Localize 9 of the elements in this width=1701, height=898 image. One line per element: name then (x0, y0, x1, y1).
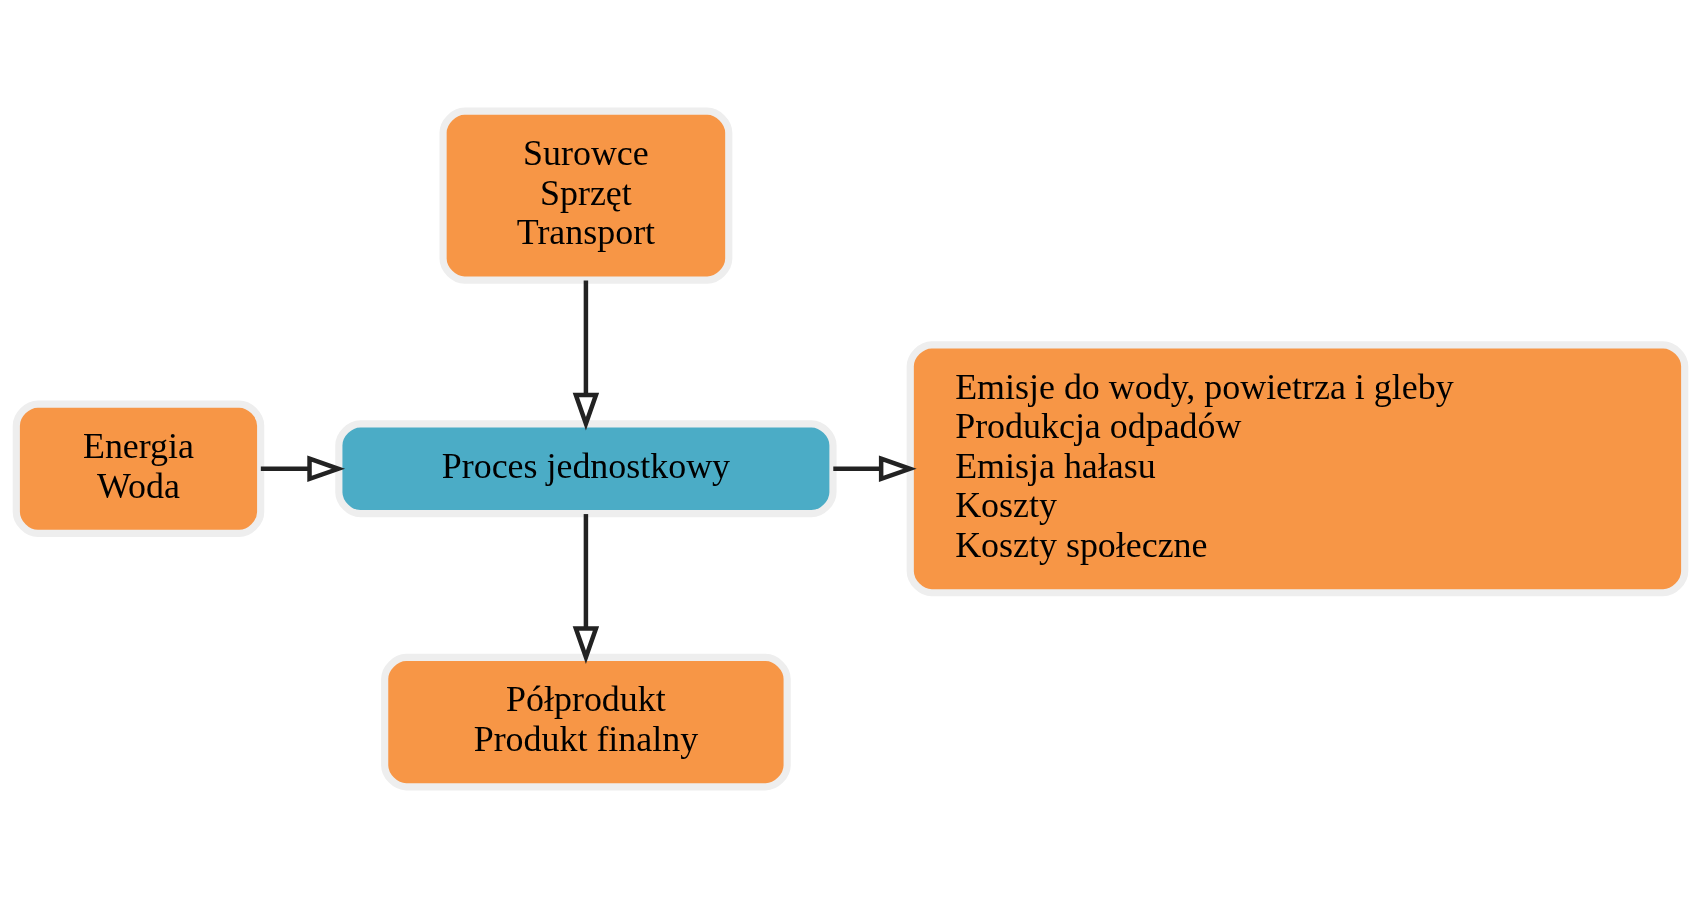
arrow (572, 514, 600, 664)
node-box: Surowce Sprzęt Transport (439, 107, 733, 284)
node-box: Proces jednostkowy (335, 420, 837, 518)
arrow (572, 280, 600, 431)
arrow (260, 455, 346, 482)
node-box: Energia Woda (12, 400, 265, 538)
node-box: Emisje do wody, powietrza i gleby Produkcja odpadów Emisja hałasu Koszty Koszty społeczne (906, 341, 1689, 597)
node-box: Półprodukt Produkt finalny (381, 653, 791, 791)
arrow (833, 455, 917, 482)
